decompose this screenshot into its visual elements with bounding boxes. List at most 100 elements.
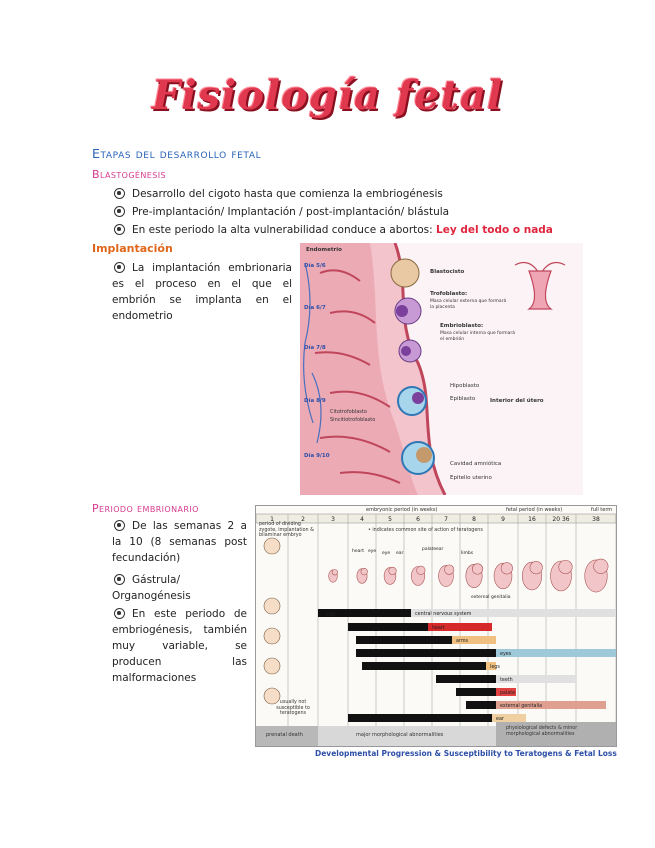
figure-label: Blastocisto (430, 269, 465, 275)
week-label: 2 (301, 516, 305, 523)
embryo-head (529, 561, 543, 575)
chart-note: usually not susceptible to teratogens (276, 700, 310, 716)
chart-header: full term (591, 507, 613, 513)
chart-footer: major morphological abnormalities (356, 732, 444, 738)
figure-label: Trofoblasto: (430, 291, 468, 297)
susceptibility-bar-dark (348, 623, 428, 631)
week-label: 3 (331, 516, 335, 523)
bar-label: external genitalia (500, 703, 542, 709)
bar-label: heart (432, 625, 445, 631)
organ-label: ear (436, 546, 444, 552)
susceptibility-bar-dark (318, 609, 411, 617)
embryo-head (388, 566, 397, 576)
figure-label: Masa celular interna que formará el embr… (440, 331, 516, 342)
chart-footer: prenatal death (266, 732, 303, 738)
week-label: 38 (592, 516, 600, 523)
zygote-illustration (263, 537, 281, 555)
implantation-figure: Día 5/6 Día 6/7 Día 7/8 Día 8/9 Día 9/10… (300, 243, 583, 495)
bullet-icon (112, 572, 126, 586)
week-label: 1 (270, 516, 274, 523)
list-item: En este periodo de embriogénesis, tambié… (112, 606, 247, 684)
list-item: La implantación embrionaria es el proces… (112, 262, 292, 322)
susceptibility-bar-dark (356, 649, 496, 657)
highlight-text: Ley del todo o nada (436, 224, 553, 236)
embryo-head (593, 558, 609, 574)
bullet-icon (112, 518, 126, 532)
week-header-row (256, 513, 616, 524)
chart-footer: physiological defects & minor morphologi… (506, 726, 578, 737)
week-label: 5 (388, 516, 392, 523)
list-item: Desarrollo del cigoto hasta que comienza… (112, 186, 443, 202)
zygote-illustration (263, 657, 281, 675)
list-item: Pre-implantación/ Implantación / post-im… (112, 204, 449, 220)
embryo-head (444, 564, 455, 575)
chart-note: • indicates common site of action of ter… (368, 528, 483, 533)
figure-label: Epitelio uterino (450, 475, 492, 481)
susceptibility-bar-light (496, 675, 576, 683)
bar-label: teeth (500, 677, 513, 683)
susceptibility-bar-dark (356, 636, 452, 644)
week-label: 16 (528, 516, 536, 523)
organ-label: eye (368, 549, 376, 554)
day-label: Día 5/6 (304, 263, 326, 269)
bar-label: legs (490, 664, 500, 670)
list-item: Gástrula/ Organogénesis (112, 572, 191, 602)
embryo-head (558, 559, 573, 575)
organ-label: heart (352, 548, 364, 554)
organ-label: external genitalia (471, 594, 511, 600)
susceptibility-bar-light (428, 623, 492, 631)
bar-label: palate (500, 690, 515, 696)
organ-label: ear (396, 550, 404, 556)
figure-label: Hipoblasto (450, 383, 480, 389)
organ-label: CNS (326, 612, 336, 618)
organ-label: limbs (461, 550, 474, 556)
organ-label: palate (422, 546, 436, 552)
embryo-head (360, 568, 368, 576)
list-item: De las semanas 2 a la 10 (8 semanas post… (112, 518, 247, 564)
embryo-head (500, 562, 513, 575)
implantation-heading: Implantación (92, 242, 173, 255)
susceptibility-bar-light (411, 609, 616, 617)
blastogenesis-heading: Blastogénesis (92, 168, 166, 181)
susceptibility-bar-light (486, 662, 496, 670)
week-label: 7 (444, 516, 448, 523)
embryo-head (331, 569, 338, 576)
susceptibility-bar-light (496, 701, 606, 709)
figure-label: Cavidad amniótica (450, 461, 502, 467)
bullet-icon (112, 204, 126, 218)
bar-label: eyes (500, 652, 512, 657)
embryonic-period-heading: Periodo embrionario (92, 502, 199, 515)
susceptibility-bar-dark (466, 701, 496, 709)
chart-header: fetal period (in weeks) (506, 507, 563, 513)
susceptibility-bar-light (496, 649, 616, 657)
figure-label: Epiblasto (450, 396, 476, 402)
zygote-illustration (263, 687, 281, 705)
zygote-illustration (263, 627, 281, 645)
susceptibility-bar-dark (348, 714, 492, 722)
chart-caption: Developmental Progression & Susceptibili… (315, 749, 617, 758)
figure-label: Sincitiotrofoblasto (330, 417, 376, 423)
footer-band-left (256, 726, 318, 746)
chart-col1-label: period of dividing zygote, implantation … (259, 522, 314, 538)
chart-header: embryonic period (in weeks) (366, 507, 438, 513)
susceptibility-bar-dark (362, 662, 486, 670)
week-label: 20 36 (552, 516, 569, 523)
susceptibility-bar-light (496, 688, 516, 696)
zygote-illustration (263, 597, 281, 615)
susceptibility-bar-light (492, 714, 526, 722)
week-label: 8 (472, 516, 476, 523)
bar-label: ear (496, 716, 504, 722)
figure-label: Embrioblasto: (440, 323, 484, 329)
figure-label: Interior del útero (490, 398, 544, 404)
bullet-icon (112, 606, 126, 620)
figure-label: Citotrofoblasto (330, 409, 367, 415)
organ-label: eye (382, 551, 390, 556)
bullet-icon (112, 186, 126, 200)
figure-label: Endometrio (306, 247, 342, 253)
section-heading: Etapas del desarrollo fetal (92, 146, 262, 161)
day-label: Día 7/8 (304, 345, 326, 351)
bar-label: central nervous system (415, 611, 472, 617)
day-label: Día 9/10 (304, 453, 330, 459)
week-label: 9 (501, 516, 505, 523)
